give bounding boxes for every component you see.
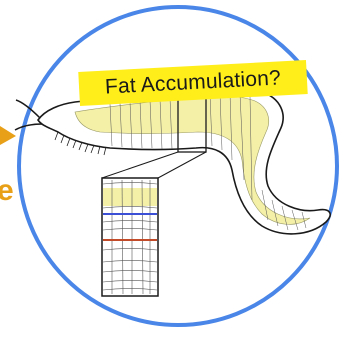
tissue-inset <box>102 178 158 296</box>
partial-text: e <box>0 176 14 206</box>
caption-text: Fat Accumulation? <box>104 66 281 99</box>
inset-fat-layer <box>103 188 157 206</box>
magnification-circle <box>19 7 337 325</box>
arrow-head <box>0 126 16 145</box>
